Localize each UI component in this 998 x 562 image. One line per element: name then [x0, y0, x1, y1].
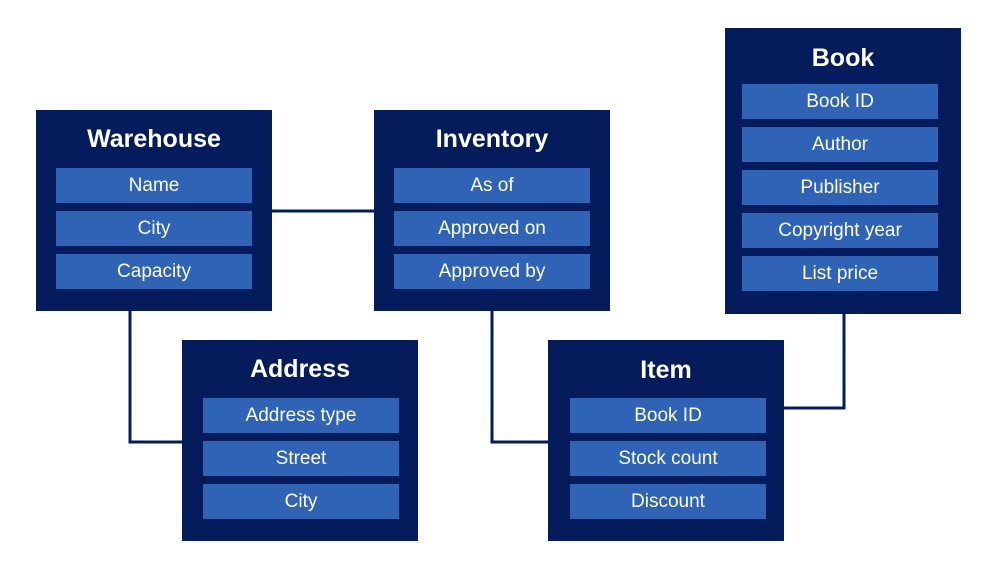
- field-city: City: [203, 484, 399, 519]
- entity-inventory: Inventory As of Approved on Approved by: [374, 110, 610, 311]
- entity-title: Warehouse: [87, 125, 221, 153]
- connector-book-item: [784, 314, 846, 410]
- connector-inventory-item: [490, 311, 548, 444]
- entity-title: Address: [249, 355, 351, 383]
- entity-book: Book Book ID Author Publisher Copyright …: [725, 28, 961, 314]
- field-book-id: Book ID: [570, 398, 766, 433]
- field-book-id: Book ID: [742, 84, 938, 119]
- field-name: Name: [56, 168, 252, 203]
- field-author: Author: [742, 127, 938, 162]
- entity-item: Item Book ID Stock count Discount: [548, 340, 784, 541]
- field-copyright-year: Copyright year: [742, 213, 938, 248]
- entity-title: Inventory: [435, 125, 549, 153]
- entity-warehouse: Warehouse Name City Capacity: [36, 110, 272, 311]
- field-approved-on: Approved on: [394, 211, 590, 246]
- entity-title: Book: [811, 44, 875, 72]
- field-publisher: Publisher: [742, 170, 938, 205]
- field-address-type: Address type: [203, 398, 399, 433]
- entity-address: Address Address type Street City: [182, 340, 418, 541]
- connector-warehouse-address: [128, 311, 182, 444]
- field-street: Street: [203, 441, 399, 476]
- field-discount: Discount: [570, 484, 766, 519]
- field-city: City: [56, 211, 252, 246]
- field-list-price: List price: [742, 256, 938, 291]
- field-stock-count: Stock count: [570, 441, 766, 476]
- field-approved-by: Approved by: [394, 254, 590, 289]
- entity-title: Item: [640, 356, 692, 384]
- field-as-of: As of: [394, 168, 590, 203]
- field-capacity: Capacity: [56, 254, 252, 289]
